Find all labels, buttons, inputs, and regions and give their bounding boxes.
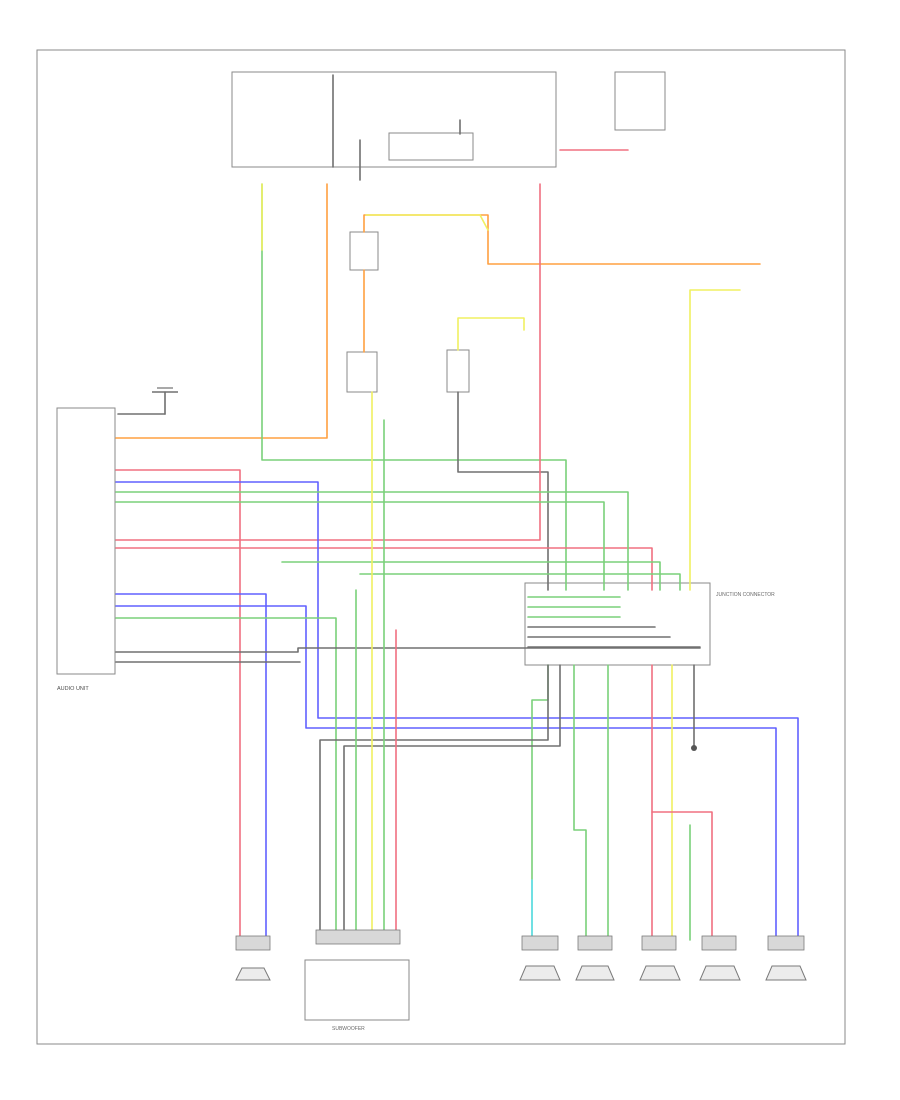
green-wire-4 [281,561,661,591]
orange-wire-audio [115,183,328,439]
yellow-wire-right [689,289,741,591]
green-wire-top [261,183,567,591]
black-sub-2 [343,664,561,931]
yellow-wire-fuse2 [457,317,525,351]
junction-connector: JUNCTION CONNECTOR [524,582,775,666]
junction-lines [527,596,701,648]
audio-unit-label: AUDIO UNIT [57,686,89,692]
speaker-left-front-tweeter [519,935,561,981]
subwoofer-fuse-2 [446,349,470,393]
blue-wire-1 [115,481,799,941]
subwoofer: SUBWOOFER [304,929,410,1032]
speaker-center-dash [575,935,615,981]
junction-ground [691,745,697,751]
red-wire-2 [115,547,653,591]
black-sub-1 [319,664,549,931]
audio-unit: AUDIO UNIT [56,407,116,692]
yellow-wire-relay [365,214,489,231]
black-wire-fuse2 [457,391,549,591]
junction-connector-label: JUNCTION CONNECTOR [716,592,775,598]
red-wire-1 [115,469,241,941]
subwoofer-relay [349,231,379,271]
right-fuse-box [614,71,666,131]
subwoofer-label: SUBWOOFER [332,1026,365,1032]
diagram-frame [36,49,846,1045]
red-out-2 [651,811,713,941]
speaker-right-front-tweeter [699,935,741,981]
speaker-right-rear [235,935,271,981]
green-wire-1 [115,491,629,591]
ground-symbol [117,387,178,415]
subwoofer-fuse [346,351,378,393]
green-wire-3 [115,617,337,931]
green-wire-2 [115,501,605,591]
green-wire-5 [359,573,681,591]
blue-wire-2 [115,593,267,941]
speaker-left-rear [765,935,807,981]
orange-wire [363,214,761,265]
green-out-1 [531,664,549,941]
blue-wire-3 [115,605,777,941]
red-wire-top [115,183,541,541]
speaker-right-front [639,935,681,981]
underdash-fuse-box [231,71,557,181]
green-out-2 [573,664,587,941]
black-wire-1 [115,647,701,653]
